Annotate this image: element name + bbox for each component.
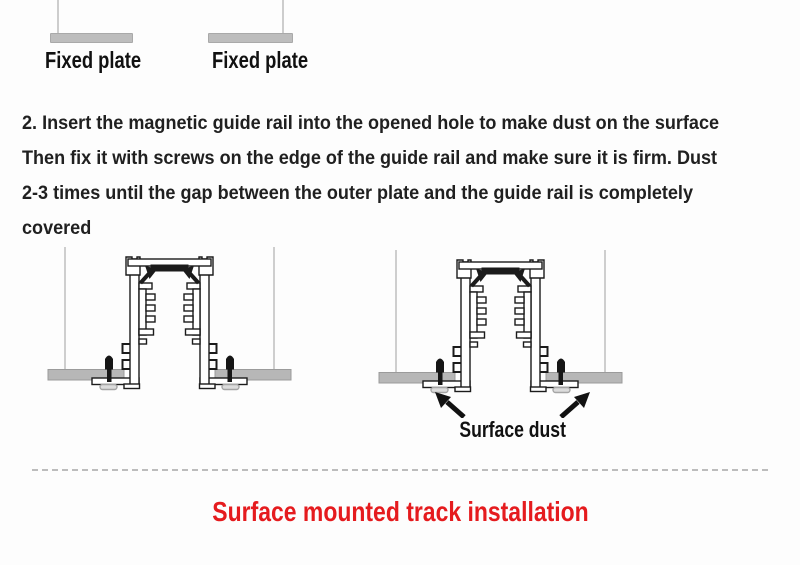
track-cross-section-diagram-left [40,247,300,397]
fixed-plate-label-text: Fixed plate [45,47,142,73]
instruction-line: 2-3 times until the gap between the oute… [22,183,693,204]
surface-dust-annotation: Surface dust [420,391,605,443]
surface-dust-arrows [435,392,590,418]
instruction-line: covered [22,218,92,239]
surface-dust-label: Surface dust [420,417,605,443]
dashed-divider [32,469,768,471]
up-left-arrow-icon [435,392,466,418]
section-title: Surface mounted track installation [0,496,800,528]
instruction-line: Then fix it with screws on the edge of t… [22,148,718,169]
instruction-line: 2. Insert the magnetic guide rail into t… [22,113,720,134]
hanging-wire [282,0,284,34]
surface-dust-label-text: Surface dust [459,417,566,442]
fixed-plate-bar [208,33,293,43]
hanging-wire [57,0,59,34]
track-cross-section-diagram-right [371,250,631,400]
fixed-plate-label-text: Fixed plate [212,47,309,73]
section-title-text: Surface mounted track installation [211,496,589,527]
fixed-plate-label: Fixed plate [200,47,310,74]
up-right-arrow-icon [559,392,590,418]
fixed-plate-bar [50,33,133,43]
instruction-paragraph: 2. Insert the magnetic guide rail into t… [22,106,756,246]
fixed-plate-label: Fixed plate [33,47,143,74]
